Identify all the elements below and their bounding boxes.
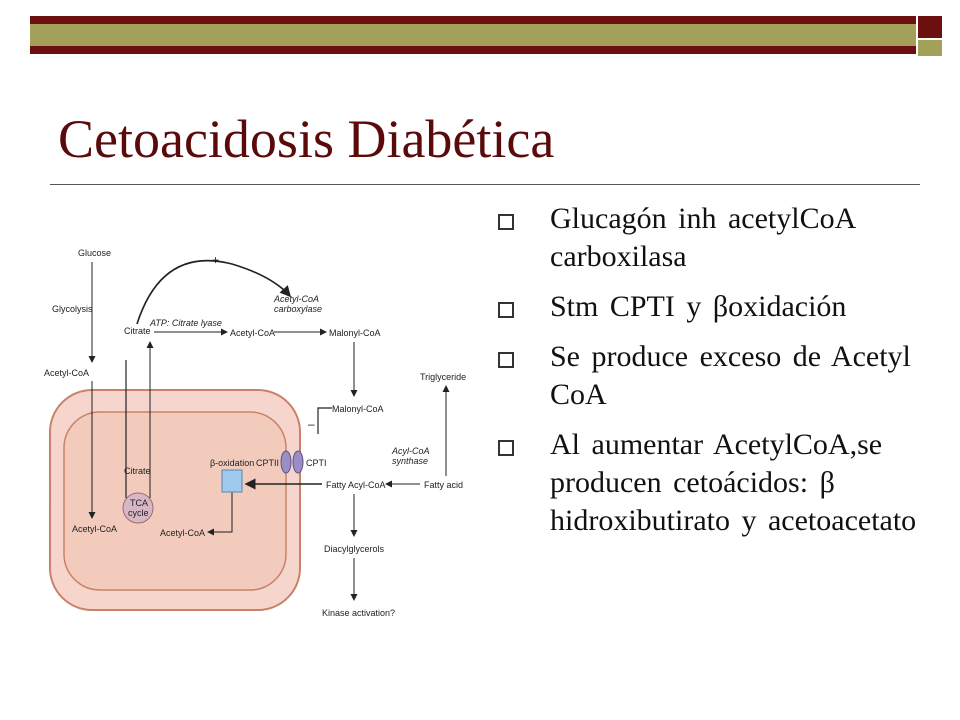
label-diacylglycerols: Diacylglycerols xyxy=(324,544,385,554)
label-cpti: CPTI xyxy=(306,458,327,468)
label-triglyceride: Triglyceride xyxy=(420,372,466,382)
label-acetyl-coa-carboxylase-2: carboxylase xyxy=(274,304,322,314)
label-malonyl-coa-2: Malonyl-CoA xyxy=(332,404,384,414)
band-corner-block-top xyxy=(918,16,942,38)
label-acetyl-coa-carboxylase-1: Acetyl-CoA xyxy=(273,294,319,304)
bullet-item: Glucagón inh acetylCoA carboxilasa xyxy=(498,200,918,276)
bullet-item: Se produce exceso de Acetyl CoA xyxy=(498,338,918,414)
label-glycolysis: Glycolysis xyxy=(52,304,93,314)
bullet-text: Se produce exceso de Acetyl CoA xyxy=(550,340,911,411)
beta-oxidation-box xyxy=(221,469,243,493)
label-beta-oxidation: β-oxidation xyxy=(210,458,254,468)
mitochondrion xyxy=(63,411,287,591)
bullet-list: Glucagón inh acetylCoA carboxilasa Stm C… xyxy=(498,200,918,552)
arc-citrate-to-carboxylase xyxy=(136,259,292,325)
metabolic-pathway-diagram: Glucose Glycolysis Acetyl-CoA Citrate + … xyxy=(44,248,466,618)
label-citrate-top: Citrate xyxy=(124,326,151,336)
label-acyl-coa-synthase-1: Acyl-CoA xyxy=(391,446,430,456)
label-malonyl-coa-1: Malonyl-CoA xyxy=(329,328,381,338)
bullet-item: Stm CPTI y βoxidación xyxy=(498,288,918,326)
slide-title: Cetoacidosis Diabética xyxy=(58,109,555,169)
label-plus: + xyxy=(212,253,219,267)
label-tca-2: cycle xyxy=(128,508,149,518)
square-bullet-icon xyxy=(498,302,514,318)
label-acetyl-coa-bottom-mid: Acetyl-CoA xyxy=(160,528,205,538)
band-corner-block-bottom xyxy=(918,40,942,56)
band-stripe-top xyxy=(30,16,916,24)
label-cptii: CPTII xyxy=(256,458,279,468)
label-glucose: Glucose xyxy=(78,248,111,258)
arrow-boxidation-to-acetylcoa xyxy=(207,492,233,536)
label-acetyl-coa-bottom-left: Acetyl-CoA xyxy=(72,524,117,534)
label-citrate-mito: Citrate xyxy=(124,466,151,476)
label-fatty-acid: Fatty acid xyxy=(424,480,463,490)
bullet-item: Al aumentar AcetylCoA,se producen cetoác… xyxy=(498,426,918,540)
label-tca-1: TCA xyxy=(130,498,148,508)
label-kinase-activation: Kinase activation? xyxy=(322,608,395,618)
bullet-text: Stm CPTI y βoxidación xyxy=(550,290,847,323)
label-acetyl-coa-left: Acetyl-CoA xyxy=(44,368,89,378)
top-decorative-band xyxy=(30,16,916,54)
label-fatty-acyl-coa: Fatty Acyl-CoA xyxy=(326,480,386,490)
tca-cycle-circle xyxy=(122,492,154,524)
cpti-transporter xyxy=(292,450,304,474)
label-minus: – xyxy=(308,417,315,431)
label-atp-citrate-lyase: ATP: Citrate lyase xyxy=(149,318,222,328)
square-bullet-icon xyxy=(498,440,514,456)
title-divider xyxy=(50,184,920,185)
square-bullet-icon xyxy=(498,352,514,368)
bullet-text: Al aumentar AcetylCoA,se producen cetoác… xyxy=(550,428,917,537)
band-stripe-bottom xyxy=(30,46,916,54)
inhibition-line xyxy=(317,407,332,434)
label-acetyl-coa-mid: Acetyl-CoA xyxy=(230,328,275,338)
label-acyl-coa-synthase-2: synthase xyxy=(392,456,428,466)
square-bullet-icon xyxy=(498,214,514,230)
band-olive-stripe xyxy=(30,24,916,46)
cptii-transporter xyxy=(280,450,292,474)
bullet-text: Glucagón inh acetylCoA carboxilasa xyxy=(550,202,855,273)
